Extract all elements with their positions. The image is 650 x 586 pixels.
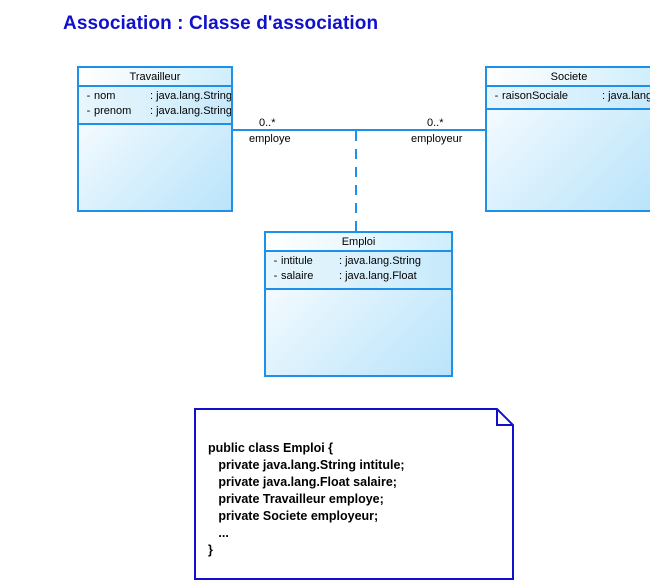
class-name-emploi: Emploi (266, 233, 451, 252)
attribute-name: nom (94, 90, 116, 102)
association-line-left (233, 129, 356, 131)
uml-class-societe[interactable]: Societe - raisonSociale : java.lang.Stri… (485, 66, 650, 212)
operations-compartment-societe (487, 110, 650, 210)
attributes-compartment-emploi: - intitule : java.lang.String - salaire … (266, 252, 451, 290)
attribute-name: prenom (94, 105, 132, 117)
operations-compartment-emploi (266, 290, 451, 375)
page-title: Association : Classe d'association (63, 13, 379, 34)
attribute-row: - intitule : java.lang.String (266, 254, 451, 269)
operations-compartment-travailleur (79, 125, 231, 210)
attribute-row: - salaire : java.lang.Float (266, 269, 451, 284)
uml-class-emploi[interactable]: Emploi - intitule : java.lang.String - s… (264, 231, 453, 377)
attribute-name: raisonSociale (502, 90, 569, 102)
uml-class-travailleur[interactable]: Travailleur - nom : java.lang.String - p… (77, 66, 233, 212)
association-class-dashed-line (355, 131, 357, 231)
attribute-visibility: - (86, 90, 91, 102)
attribute-type: : java.lang.Strin (602, 90, 650, 102)
note-code-text: public class Emploi { private java.lang.… (208, 441, 405, 557)
multiplicity-right: 0..* (427, 117, 444, 129)
attribute-visibility: - (273, 255, 278, 267)
attribute-visibility: - (86, 105, 91, 117)
attribute-visibility: - (273, 270, 278, 282)
attributes-compartment-societe: - raisonSociale : java.lang.Strin (487, 87, 650, 110)
attribute-visibility: - (494, 90, 499, 102)
association-line-right (356, 129, 485, 131)
attribute-type: : java.lang.Float (339, 270, 417, 282)
attribute-row: - raisonSociale : java.lang.Strin (487, 89, 650, 104)
role-label-right: employeur (411, 133, 463, 145)
attribute-row: - nom : java.lang.String (79, 89, 231, 104)
attribute-type: : java.lang.String (150, 105, 232, 117)
attributes-compartment-travailleur: - nom : java.lang.String - prenom : java… (79, 87, 231, 125)
attribute-type: : java.lang.String (339, 255, 421, 267)
role-label-left: employe (249, 133, 291, 145)
class-name-societe: Societe (487, 68, 650, 87)
attribute-name: salaire (281, 270, 314, 282)
multiplicity-left: 0..* (259, 117, 276, 129)
code-note[interactable]: public class Emploi { private java.lang.… (194, 408, 514, 580)
attribute-row: - prenom : java.lang.String (79, 104, 231, 119)
attribute-type: : java.lang.String (150, 90, 232, 102)
attribute-name: intitule (281, 255, 313, 267)
note-shape-icon (194, 408, 514, 580)
class-name-travailleur: Travailleur (79, 68, 231, 87)
